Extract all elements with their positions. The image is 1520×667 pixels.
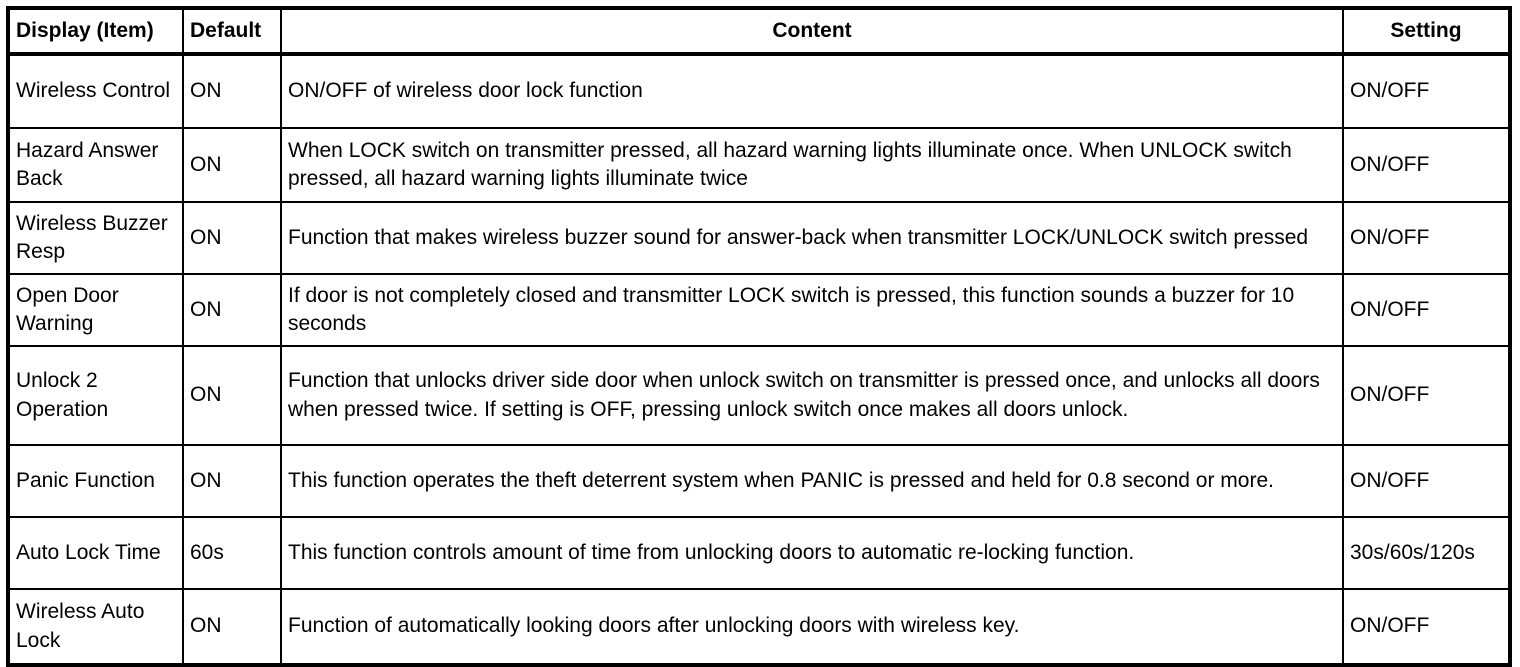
cell-item: Hazard Answer Back xyxy=(7,127,184,203)
cell-item: Open Door Warning xyxy=(7,273,184,347)
column-header-default: Default xyxy=(182,7,282,56)
header-row: Display (Item) Default Content Setting xyxy=(7,7,1511,56)
cell-content: When LOCK switch on transmitter pressed,… xyxy=(280,127,1344,203)
column-header-display-item: Display (Item) xyxy=(7,7,184,56)
cell-setting: ON/OFF xyxy=(1342,201,1511,275)
cell-item: Wireless Auto Lock xyxy=(7,588,184,666)
cell-setting: ON/OFF xyxy=(1342,444,1511,518)
cell-content: ON/OFF of wireless door lock function xyxy=(280,53,1344,129)
cell-default: 60s xyxy=(182,516,282,590)
cell-setting: 30s/60s/120s xyxy=(1342,516,1511,590)
cell-item: Wireless Control xyxy=(7,53,184,129)
cell-content: Function that unlocks driver side door w… xyxy=(280,345,1344,446)
cell-default: ON xyxy=(182,273,282,347)
cell-setting: ON/OFF xyxy=(1342,53,1511,129)
column-header-setting: Setting xyxy=(1342,7,1511,56)
cell-content: This function operates the theft deterre… xyxy=(280,444,1344,518)
cell-content: This function controls amount of time fr… xyxy=(280,516,1344,590)
cell-setting: ON/OFF xyxy=(1342,588,1511,666)
cell-item: Unlock 2 Operation xyxy=(7,345,184,446)
cell-default: ON xyxy=(182,53,282,129)
cell-setting: ON/OFF xyxy=(1342,273,1511,347)
cell-default: ON xyxy=(182,201,282,275)
wireless-door-lock-settings-table: Display (Item) Default Content Setting W… xyxy=(6,6,1512,667)
cell-item: Panic Function xyxy=(7,444,184,518)
cell-default: ON xyxy=(182,444,282,518)
cell-content: If door is not completely closed and tra… xyxy=(280,273,1344,347)
cell-item: Auto Lock Time xyxy=(7,516,184,590)
cell-content: Function of automatically looking doors … xyxy=(280,588,1344,666)
cell-default: ON xyxy=(182,345,282,446)
cell-item: Wireless Buzzer Resp xyxy=(7,201,184,275)
cell-content: Function that makes wireless buzzer soun… xyxy=(280,201,1344,275)
table-header: Display (Item) Default Content Setting xyxy=(7,7,1511,56)
column-header-content: Content xyxy=(280,7,1344,56)
cell-default: ON xyxy=(182,127,282,203)
cell-default: ON xyxy=(182,588,282,666)
cell-setting: ON/OFF xyxy=(1342,127,1511,203)
cell-setting: ON/OFF xyxy=(1342,345,1511,446)
document-page: Display (Item) Default Content Setting W… xyxy=(6,6,1512,667)
